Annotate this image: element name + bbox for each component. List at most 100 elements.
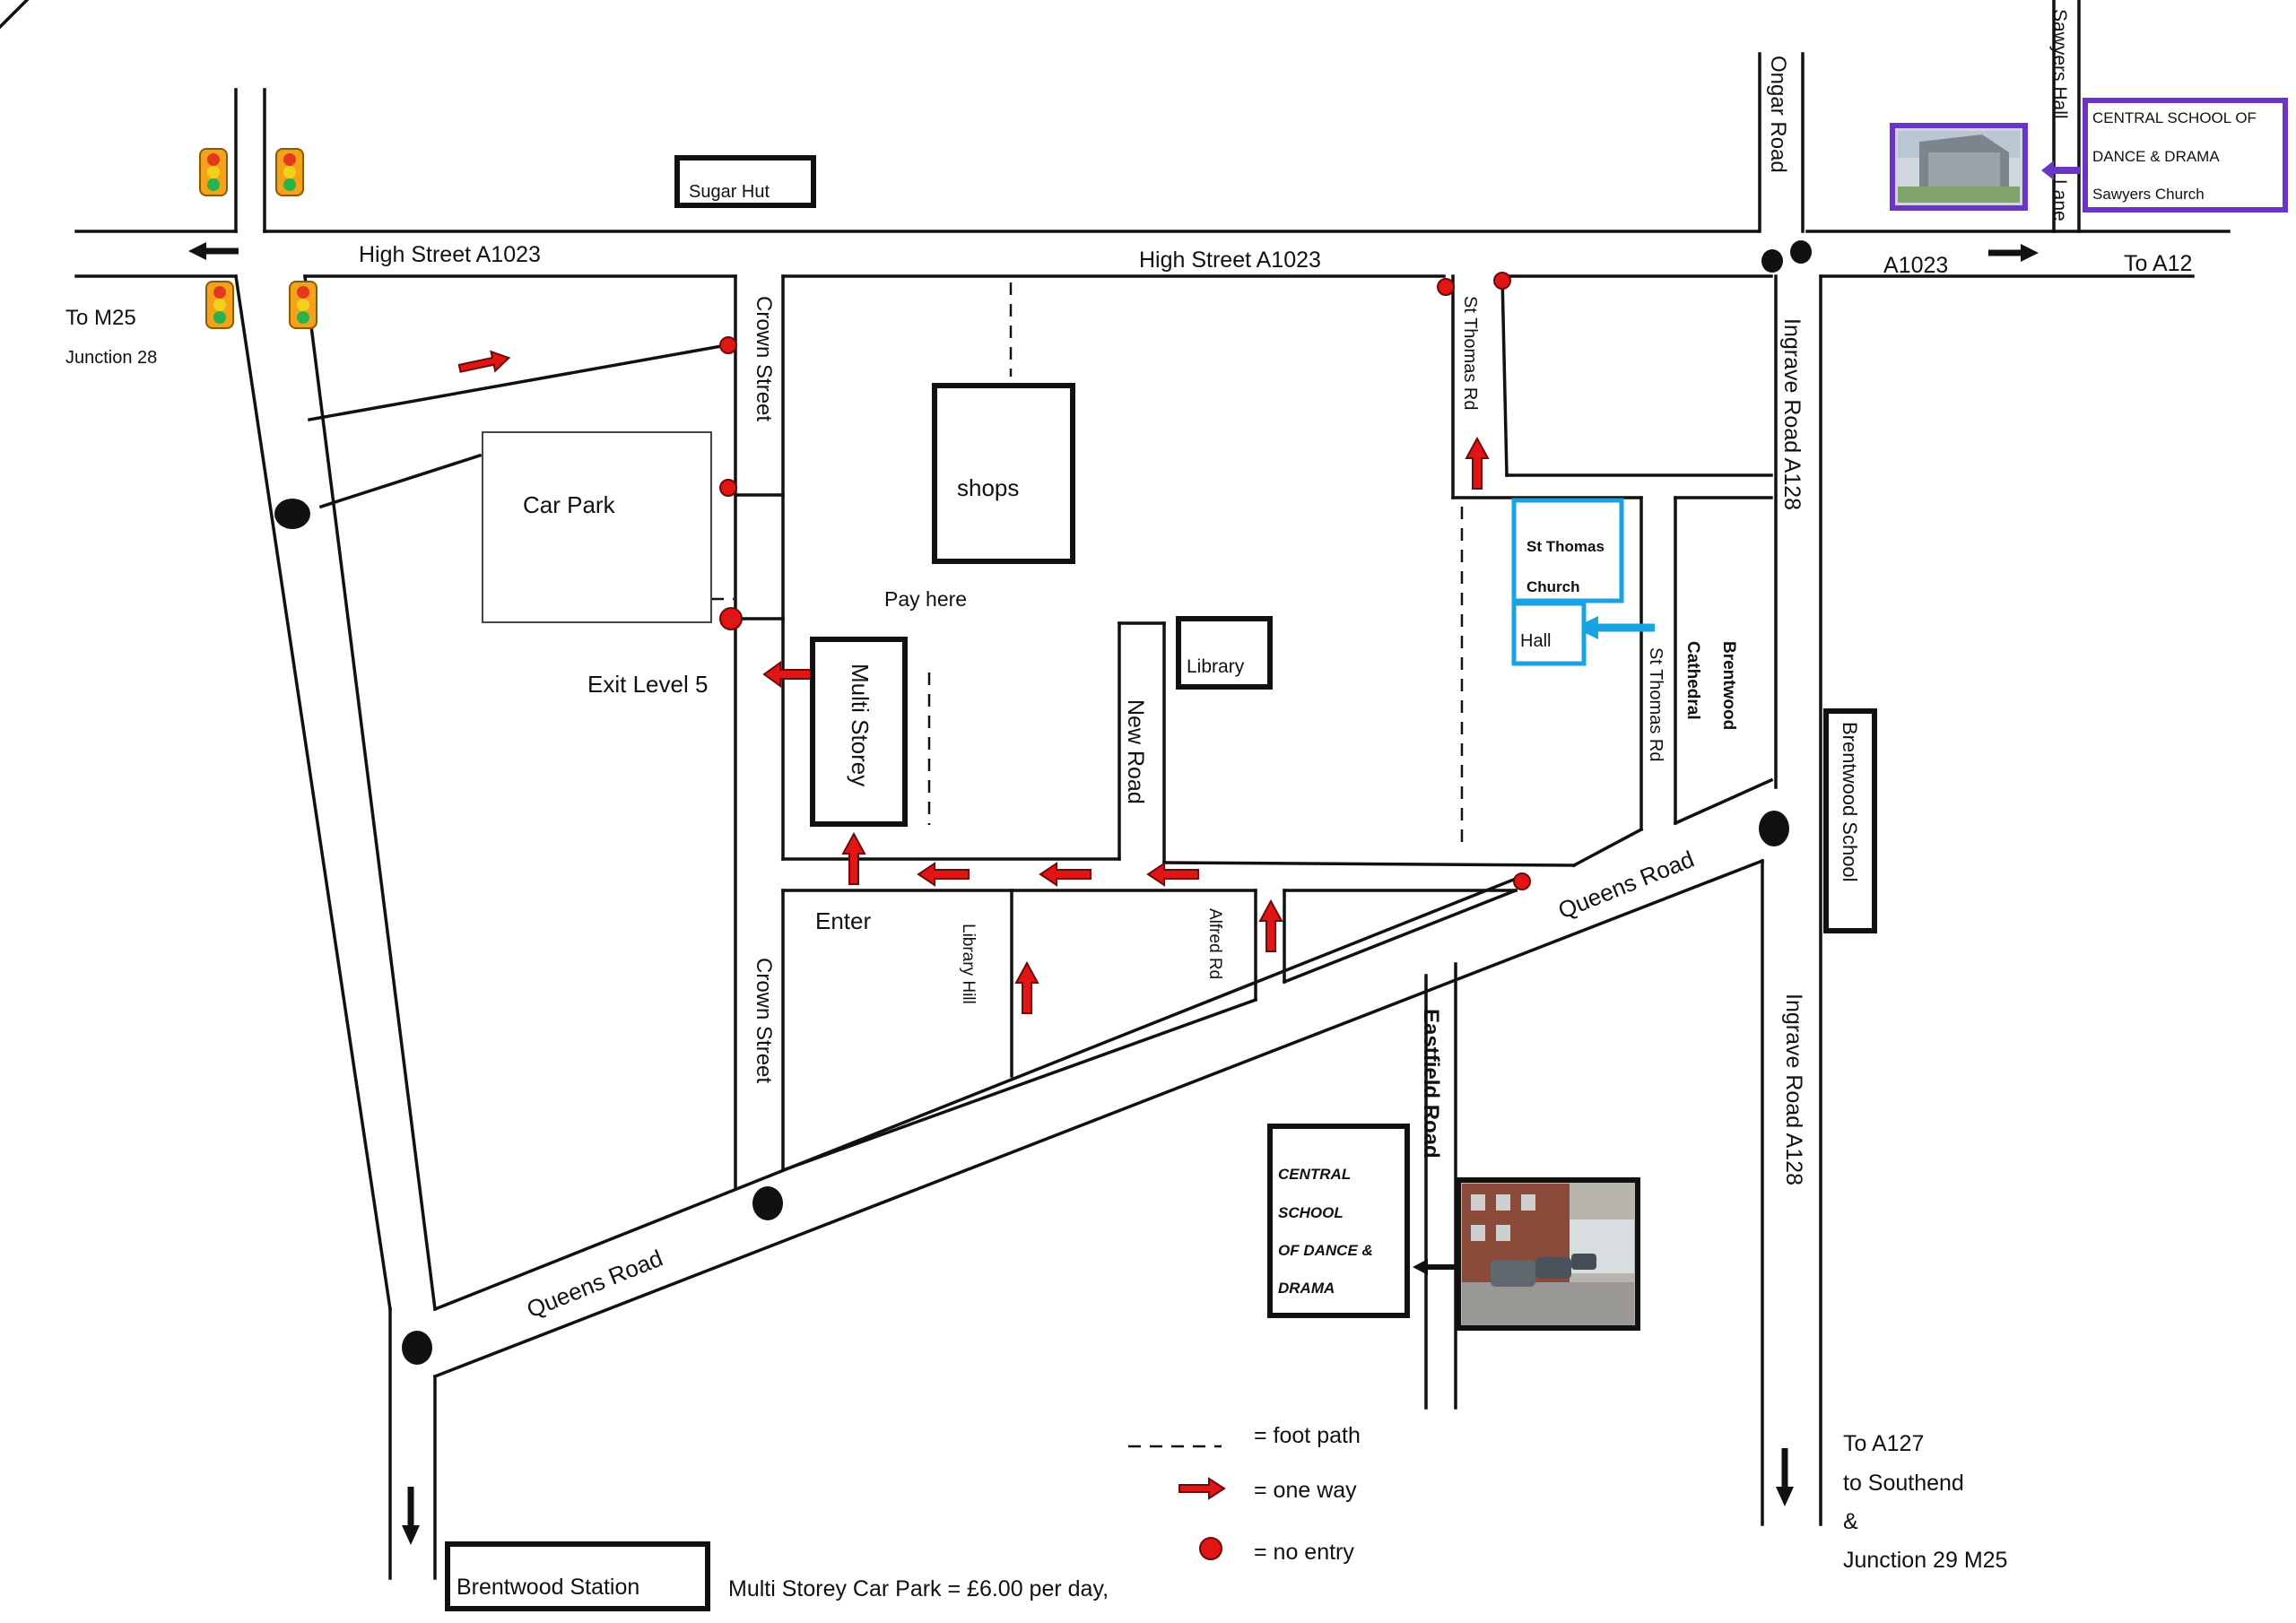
car-park-box bbox=[482, 431, 712, 623]
central-school-north-line-3: Sawyers Church bbox=[2092, 186, 2205, 203]
lane-label: Lane bbox=[2049, 179, 2070, 221]
roundabout-marker bbox=[402, 1331, 432, 1365]
no-entry-icon bbox=[1513, 872, 1531, 890]
no-entry-points bbox=[719, 272, 1531, 890]
legend-foot-path-label: = foot path bbox=[1254, 1423, 1361, 1448]
one-way-arrows bbox=[457, 350, 1490, 1014]
eastfield-street-photo bbox=[1456, 1177, 1640, 1331]
central-school-south-line-1: CENTRAL bbox=[1278, 1166, 1351, 1183]
high-street-west-label: High Street A1023 bbox=[359, 242, 541, 267]
brentwood-school-label: Brentwood School bbox=[1839, 722, 1861, 882]
eastfield-road-label: Eastfield Road bbox=[1419, 1009, 1443, 1159]
sugar-hut-label: Sugar Hut bbox=[689, 182, 770, 202]
roundabout-marker bbox=[274, 499, 310, 529]
no-entry-icon bbox=[719, 479, 737, 497]
arrow-right-icon bbox=[1988, 244, 2039, 262]
to-a127-line-1: To A127 bbox=[1843, 1431, 1924, 1456]
roundabout-marker bbox=[1759, 811, 1789, 846]
enter-label: Enter bbox=[815, 907, 871, 934]
arrow-left-icon bbox=[2041, 161, 2081, 180]
arrow-left-icon bbox=[1574, 616, 1655, 639]
car-park-label: Car Park bbox=[523, 491, 616, 518]
no-entry-icon bbox=[719, 607, 743, 630]
library-hill-label: Library Hill bbox=[959, 924, 978, 1004]
direction-arrows bbox=[188, 161, 2081, 1545]
brentwood-station-box bbox=[445, 1541, 710, 1611]
legend-no-entry-icon bbox=[1199, 1537, 1222, 1560]
road-network bbox=[74, 0, 2231, 1580]
st-thomas-church-box bbox=[1511, 498, 1624, 603]
parking-note: Multi Storey Car Park = £6.00 per day, bbox=[728, 1576, 1109, 1601]
ingrave-road-north-label: Ingrave Road A128 bbox=[1779, 318, 1805, 510]
school-building-photo bbox=[1890, 123, 2028, 211]
one-way-arrow-icon bbox=[1258, 898, 1283, 952]
traffic-light-icon bbox=[289, 281, 317, 329]
legend-one-way-label: = one way bbox=[1254, 1478, 1357, 1503]
one-way-arrow-icon bbox=[1039, 862, 1091, 887]
legend-one-way-icon bbox=[1178, 1477, 1226, 1500]
library-box bbox=[1176, 616, 1273, 690]
arrow-left-icon bbox=[188, 242, 239, 260]
roundabouts bbox=[274, 240, 1812, 1365]
arrow-left-icon bbox=[1413, 1259, 1457, 1275]
one-way-arrow-icon bbox=[762, 661, 815, 688]
pay-here-label: Pay here bbox=[884, 587, 967, 611]
st-thomas-church-label-2: Church bbox=[1526, 578, 1580, 595]
st-thomas-rd-north-label: St Thomas Rd bbox=[1460, 296, 1480, 410]
high-street-east-label: High Street A1023 bbox=[1139, 247, 1321, 273]
to-a127-line-3: & bbox=[1843, 1509, 1858, 1534]
no-entry-icon bbox=[1493, 272, 1511, 290]
traffic-light-icon bbox=[199, 148, 228, 196]
to-a12-label: To A12 bbox=[2124, 251, 2192, 276]
brentwood-cathedral-label-2: Cathedral bbox=[1683, 641, 1702, 720]
corner-mark bbox=[0, 0, 30, 30]
multi-storey-box bbox=[810, 637, 908, 827]
one-way-arrow-icon bbox=[1014, 960, 1039, 1014]
a1023-label: A1023 bbox=[1883, 253, 1948, 278]
to-m25-label: To M25 bbox=[65, 306, 136, 330]
ongar-road-label: Ongar Road bbox=[1766, 56, 1790, 173]
one-way-arrow-icon bbox=[917, 862, 970, 887]
library-label: Library bbox=[1187, 656, 1245, 677]
traffic-light-icon bbox=[275, 148, 304, 196]
queens-road-west-label: Queens Road bbox=[523, 1245, 666, 1324]
shops-label: shops bbox=[957, 474, 1019, 501]
traffic-light-icon bbox=[205, 281, 234, 329]
roundabout-marker bbox=[752, 1186, 783, 1220]
shops-box bbox=[932, 383, 1075, 564]
central-school-north-line-1: CENTRAL SCHOOL OF bbox=[2092, 109, 2257, 126]
central-school-south-line-4: DRAMA bbox=[1278, 1280, 1335, 1297]
roundabout-marker bbox=[1761, 249, 1783, 273]
no-entry-icon bbox=[1437, 278, 1455, 296]
exit-level-5-label: Exit Level 5 bbox=[587, 671, 708, 698]
one-way-arrow-icon bbox=[841, 831, 866, 885]
one-way-arrow-icon bbox=[1146, 862, 1199, 887]
arrow-down-icon bbox=[402, 1487, 420, 1545]
crown-street-north-label: Crown Street bbox=[752, 296, 776, 421]
central-school-south-line-2: SCHOOL bbox=[1278, 1204, 1344, 1221]
hall-label: Hall bbox=[1520, 631, 1551, 651]
to-a127-line-4: Junction 29 M25 bbox=[1843, 1548, 2007, 1573]
sugar-hut-box bbox=[674, 155, 816, 208]
brentwood-cathedral-label-1: Brentwood bbox=[1719, 641, 1738, 730]
brentwood-school-box bbox=[1823, 708, 1877, 933]
buildings bbox=[445, 98, 2288, 1611]
roundabout-marker bbox=[1790, 240, 1812, 264]
no-entry-icon bbox=[719, 336, 737, 354]
multi-storey-label: Multi Storey bbox=[847, 664, 874, 786]
alfred-rd-label: Alfred Rd bbox=[1205, 908, 1224, 979]
place-labels: Sugar Hut Car Park shops Pay here Exit L… bbox=[457, 109, 2257, 1600]
one-way-arrow-icon bbox=[457, 350, 511, 373]
new-road-label: New Road bbox=[1123, 699, 1148, 804]
traffic-lights bbox=[199, 148, 317, 329]
sawyers-hall-label: Sawyers Hall bbox=[2049, 9, 2070, 119]
legend-no-entry-label: = no entry bbox=[1254, 1540, 1354, 1565]
st-thomas-rd-south-label: St Thomas Rd bbox=[1646, 647, 1665, 761]
one-way-arrow-icon bbox=[1465, 436, 1490, 490]
to-a127-line-2: to Southend bbox=[1843, 1471, 1964, 1496]
junction-28-label: Junction 28 bbox=[65, 348, 157, 368]
st-thomas-church-label-1: St Thomas bbox=[1526, 538, 1605, 555]
ingrave-road-south-label: Ingrave Road A128 bbox=[1781, 994, 1806, 1185]
hall-box bbox=[1511, 601, 1587, 666]
